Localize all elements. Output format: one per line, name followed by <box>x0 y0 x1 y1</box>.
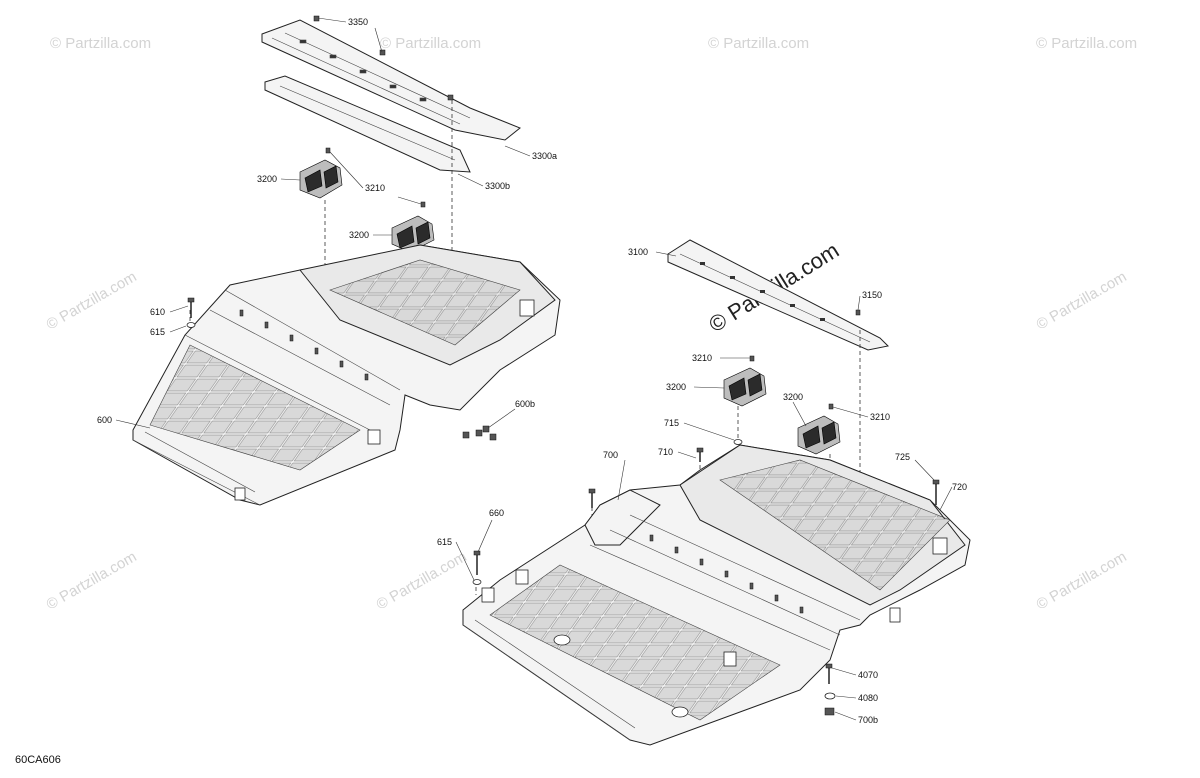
screw-3210 <box>420 201 426 208</box>
callout-3350: 3350 <box>348 17 368 27</box>
callout-600b: 600b <box>515 399 535 409</box>
leader-lines <box>115 17 953 721</box>
bolt-660 <box>473 550 481 575</box>
callout-725: 725 <box>895 452 910 462</box>
callout-labels: 3350 3300a 3300b 3200 3210 3200 610 615 … <box>97 17 967 725</box>
watermark-text: © Partzilla.com <box>1036 35 1137 52</box>
callout-4070: 4070 <box>858 670 878 680</box>
screw-3210 <box>828 403 834 410</box>
watermark-text: © Partzilla.com <box>374 548 470 613</box>
callout-3200: 3200 <box>666 382 686 392</box>
callout-710: 710 <box>658 447 673 457</box>
bolt-610 <box>187 297 195 318</box>
bolt-592 <box>588 488 596 508</box>
watermark-text: © Partzilla.com <box>708 35 809 52</box>
bracket-3200-upper-right <box>723 367 767 407</box>
watermark-text: © Partzilla.com <box>44 548 140 613</box>
screw-3210 <box>325 147 331 154</box>
bolt-710 <box>696 447 704 462</box>
diagram-code: 60CA606 <box>15 754 61 766</box>
callout-3300b: 3300b <box>485 181 510 191</box>
cover-panel-3100 <box>667 239 890 351</box>
floor-panel-600 <box>132 244 561 506</box>
watermark-text: © Partzilla.com <box>1034 548 1130 613</box>
bracket-3200-lower-right <box>797 415 841 455</box>
callout-3150: 3150 <box>862 290 882 300</box>
callout-3210: 3210 <box>692 353 712 363</box>
callout-660: 660 <box>489 508 504 518</box>
callout-3300a: 3300a <box>532 151 557 161</box>
screw-3210 <box>749 355 755 362</box>
callout-3100: 3100 <box>628 247 648 257</box>
watermark-text: © Partzilla.com <box>44 268 140 333</box>
callout-700b: 700b <box>858 715 878 725</box>
callout-3200: 3200 <box>783 392 803 402</box>
callout-3200: 3200 <box>349 230 369 240</box>
screw-3350 <box>313 15 454 101</box>
washer-615 <box>472 579 482 585</box>
watermark-text: © Partzilla.com <box>1034 268 1130 333</box>
callout-715: 715 <box>664 418 679 428</box>
clip-600b <box>462 425 497 441</box>
callout-700: 700 <box>603 450 618 460</box>
bolt-725 <box>932 479 940 505</box>
cover-panel-3300a <box>261 19 521 141</box>
nut-700b <box>824 707 835 716</box>
callout-600: 600 <box>97 415 112 425</box>
callout-4080: 4080 <box>858 693 878 703</box>
watermark-text: © Partzilla.com <box>50 35 151 52</box>
callout-615: 615 <box>437 537 452 547</box>
callout-720: 720 <box>952 482 967 492</box>
washer-715 <box>733 439 743 445</box>
cover-panel-3300b <box>264 75 471 173</box>
callout-3200: 3200 <box>257 174 277 184</box>
bracket-3200-lower <box>391 215 435 253</box>
bolt-4070 <box>825 663 833 684</box>
bracket-3200-upper <box>299 159 343 199</box>
watermark-text: © Partzilla.com <box>380 35 481 52</box>
screw-3150 <box>855 309 861 316</box>
callout-3210: 3210 <box>365 183 385 193</box>
callout-3210: 3210 <box>870 412 890 422</box>
washer-615 <box>186 322 196 328</box>
floor-panel-700 <box>462 444 971 746</box>
callout-615: 615 <box>150 327 165 337</box>
washer-4080 <box>824 692 836 700</box>
callout-610: 610 <box>150 307 165 317</box>
